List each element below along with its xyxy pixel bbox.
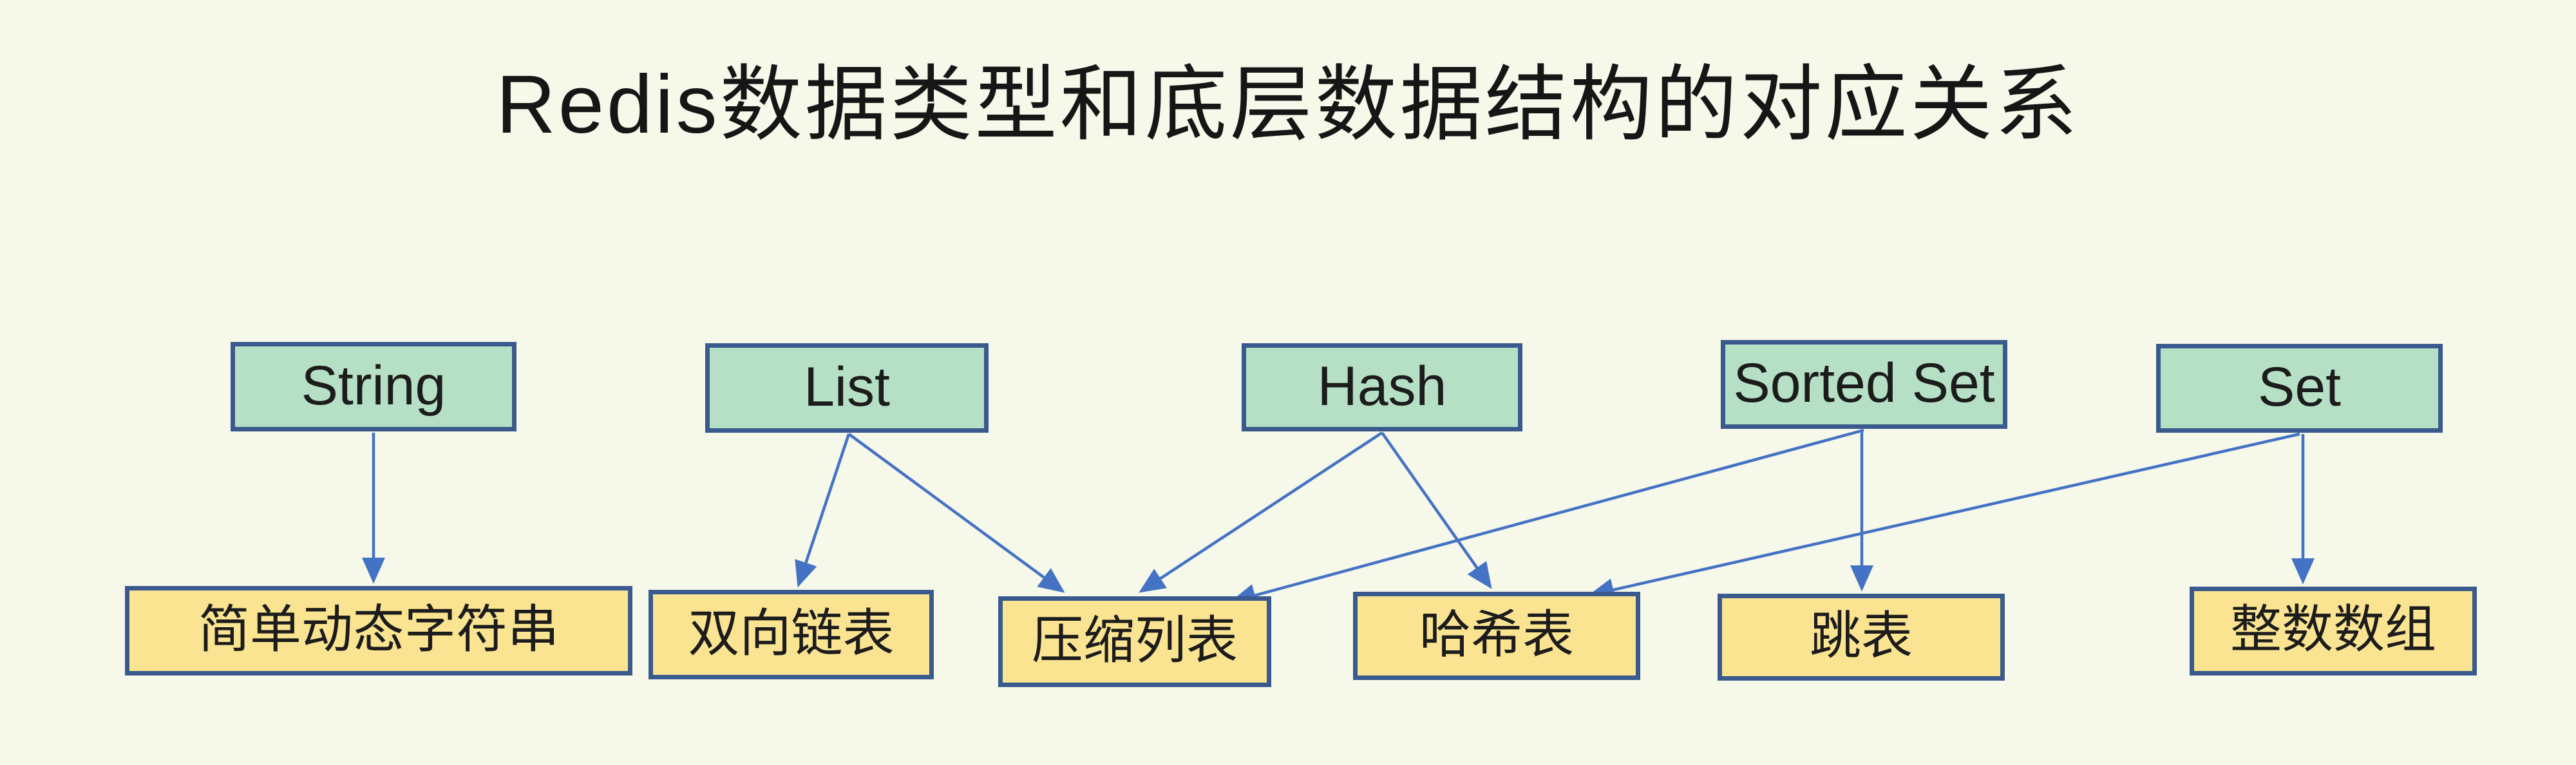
node-label: Set: [2257, 356, 2342, 418]
edge-list-linkedlist: [795, 433, 851, 588]
node-label: 简单动态字符串: [198, 600, 559, 658]
node-label: 跳表: [1810, 607, 1913, 665]
node-intarray: 整数数组: [2190, 587, 2477, 675]
node-label: Sorted Set: [1733, 352, 1995, 414]
edge-hash-ziplist: [1139, 431, 1383, 593]
node-sds: 简单动态字符串: [125, 586, 632, 675]
node-hashtable: 哈希表: [1353, 592, 1640, 680]
node-label: 哈希表: [1419, 605, 1574, 663]
node-list: List: [705, 343, 989, 433]
page-title: Redis数据类型和底层数据结构的对应关系: [496, 59, 2080, 151]
node-string: String: [231, 342, 516, 431]
node-skiplist: 跳表: [1718, 594, 2005, 681]
node-label: List: [804, 355, 890, 418]
node-set: Set: [2156, 344, 2443, 433]
edge-set-hashtable: [1587, 432, 2300, 601]
edge-hash-hashtable: [1381, 431, 1492, 589]
edge-list-ziplist: [848, 433, 1065, 593]
edge-sortedset-ziplist: [1229, 428, 1864, 607]
node-label: Hash: [1317, 355, 1447, 417]
node-label: 双向链表: [688, 604, 895, 662]
node-label: 压缩列表: [1032, 611, 1238, 669]
node-ziplist: 压缩列表: [998, 596, 1271, 687]
node-linkedlist: 双向链表: [649, 590, 934, 679]
node-label: String: [301, 354, 446, 417]
node-label: 整数数组: [2230, 601, 2436, 658]
node-sortedset: Sorted Set: [1721, 340, 2007, 429]
node-hash: Hash: [1242, 343, 1522, 431]
